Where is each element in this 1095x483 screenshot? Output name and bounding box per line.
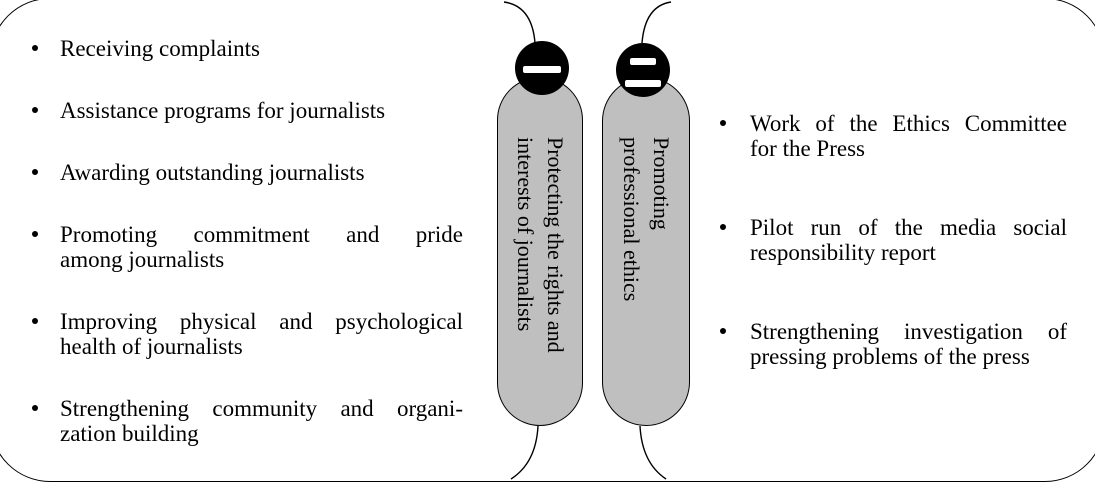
bullet-icon <box>32 318 38 324</box>
item-line: among journalists <box>60 247 225 272</box>
item-line: Promoting commitment and pride <box>60 222 463 247</box>
list-item: Assistance programs for journalists <box>30 98 463 123</box>
bullet-icon <box>32 107 38 113</box>
item-line: Improving physical and psychological <box>60 309 463 334</box>
item-line: Pilot run of the media social <box>750 215 1067 240</box>
list-item: Awarding outstanding journalists <box>30 160 463 185</box>
capsule-label-line: Protecting the rights and <box>543 136 568 353</box>
item-line: Strengthening investigation of <box>750 319 1067 344</box>
top-right-connector-curve <box>641 1 672 44</box>
item-line: Awarding outstanding journalists <box>60 160 365 185</box>
bullet-icon <box>720 120 726 126</box>
capsule-label-line: Promoting <box>649 136 674 230</box>
list-item: Receiving complaints <box>30 36 463 61</box>
list-item: Strengthening community and organi-zatio… <box>30 396 463 446</box>
capsule-promoting-ethics: Promoting professional ethics <box>602 77 690 426</box>
capsule-protecting-rights-label: Protecting the rights and interests of j… <box>498 79 582 425</box>
bullet-icon <box>32 231 38 237</box>
item-line: pressing problems of the press <box>750 344 1030 369</box>
item-line: Strengthening community and organi- <box>60 396 463 421</box>
bullet-icon <box>32 405 38 411</box>
badge-stroke <box>625 80 661 87</box>
bottom-left-connector-curve <box>510 425 539 480</box>
item-line: zation building <box>60 421 199 446</box>
item-line: for the Press <box>750 136 865 161</box>
bullet-icon <box>32 45 38 51</box>
capsule-label-line: interests of journalists <box>513 136 538 331</box>
top-left-connector-curve <box>503 1 536 44</box>
item-line: Receiving complaints <box>60 36 260 61</box>
bullet-icon <box>720 224 726 230</box>
item-line: Assistance programs for journalists <box>60 98 386 123</box>
item-line: Work of the Ethics Committee <box>750 111 1067 136</box>
capsule-label-line: professional ethics <box>619 136 644 301</box>
bottom-right-connector-curve <box>639 425 667 480</box>
numeral-two-badge-icon <box>616 43 670 97</box>
bullet-icon <box>32 169 38 175</box>
numeral-one-badge-icon <box>515 41 569 95</box>
badge-stroke <box>630 58 656 65</box>
item-line: health of journalists <box>60 334 243 359</box>
item-line: responsibility report <box>750 240 936 265</box>
bullet-icon <box>720 328 726 334</box>
badge-stroke <box>523 66 561 73</box>
capsule-promoting-ethics-label: Promoting professional ethics <box>604 79 688 425</box>
capsule-protecting-rights: Protecting the rights and interests of j… <box>497 77 583 426</box>
